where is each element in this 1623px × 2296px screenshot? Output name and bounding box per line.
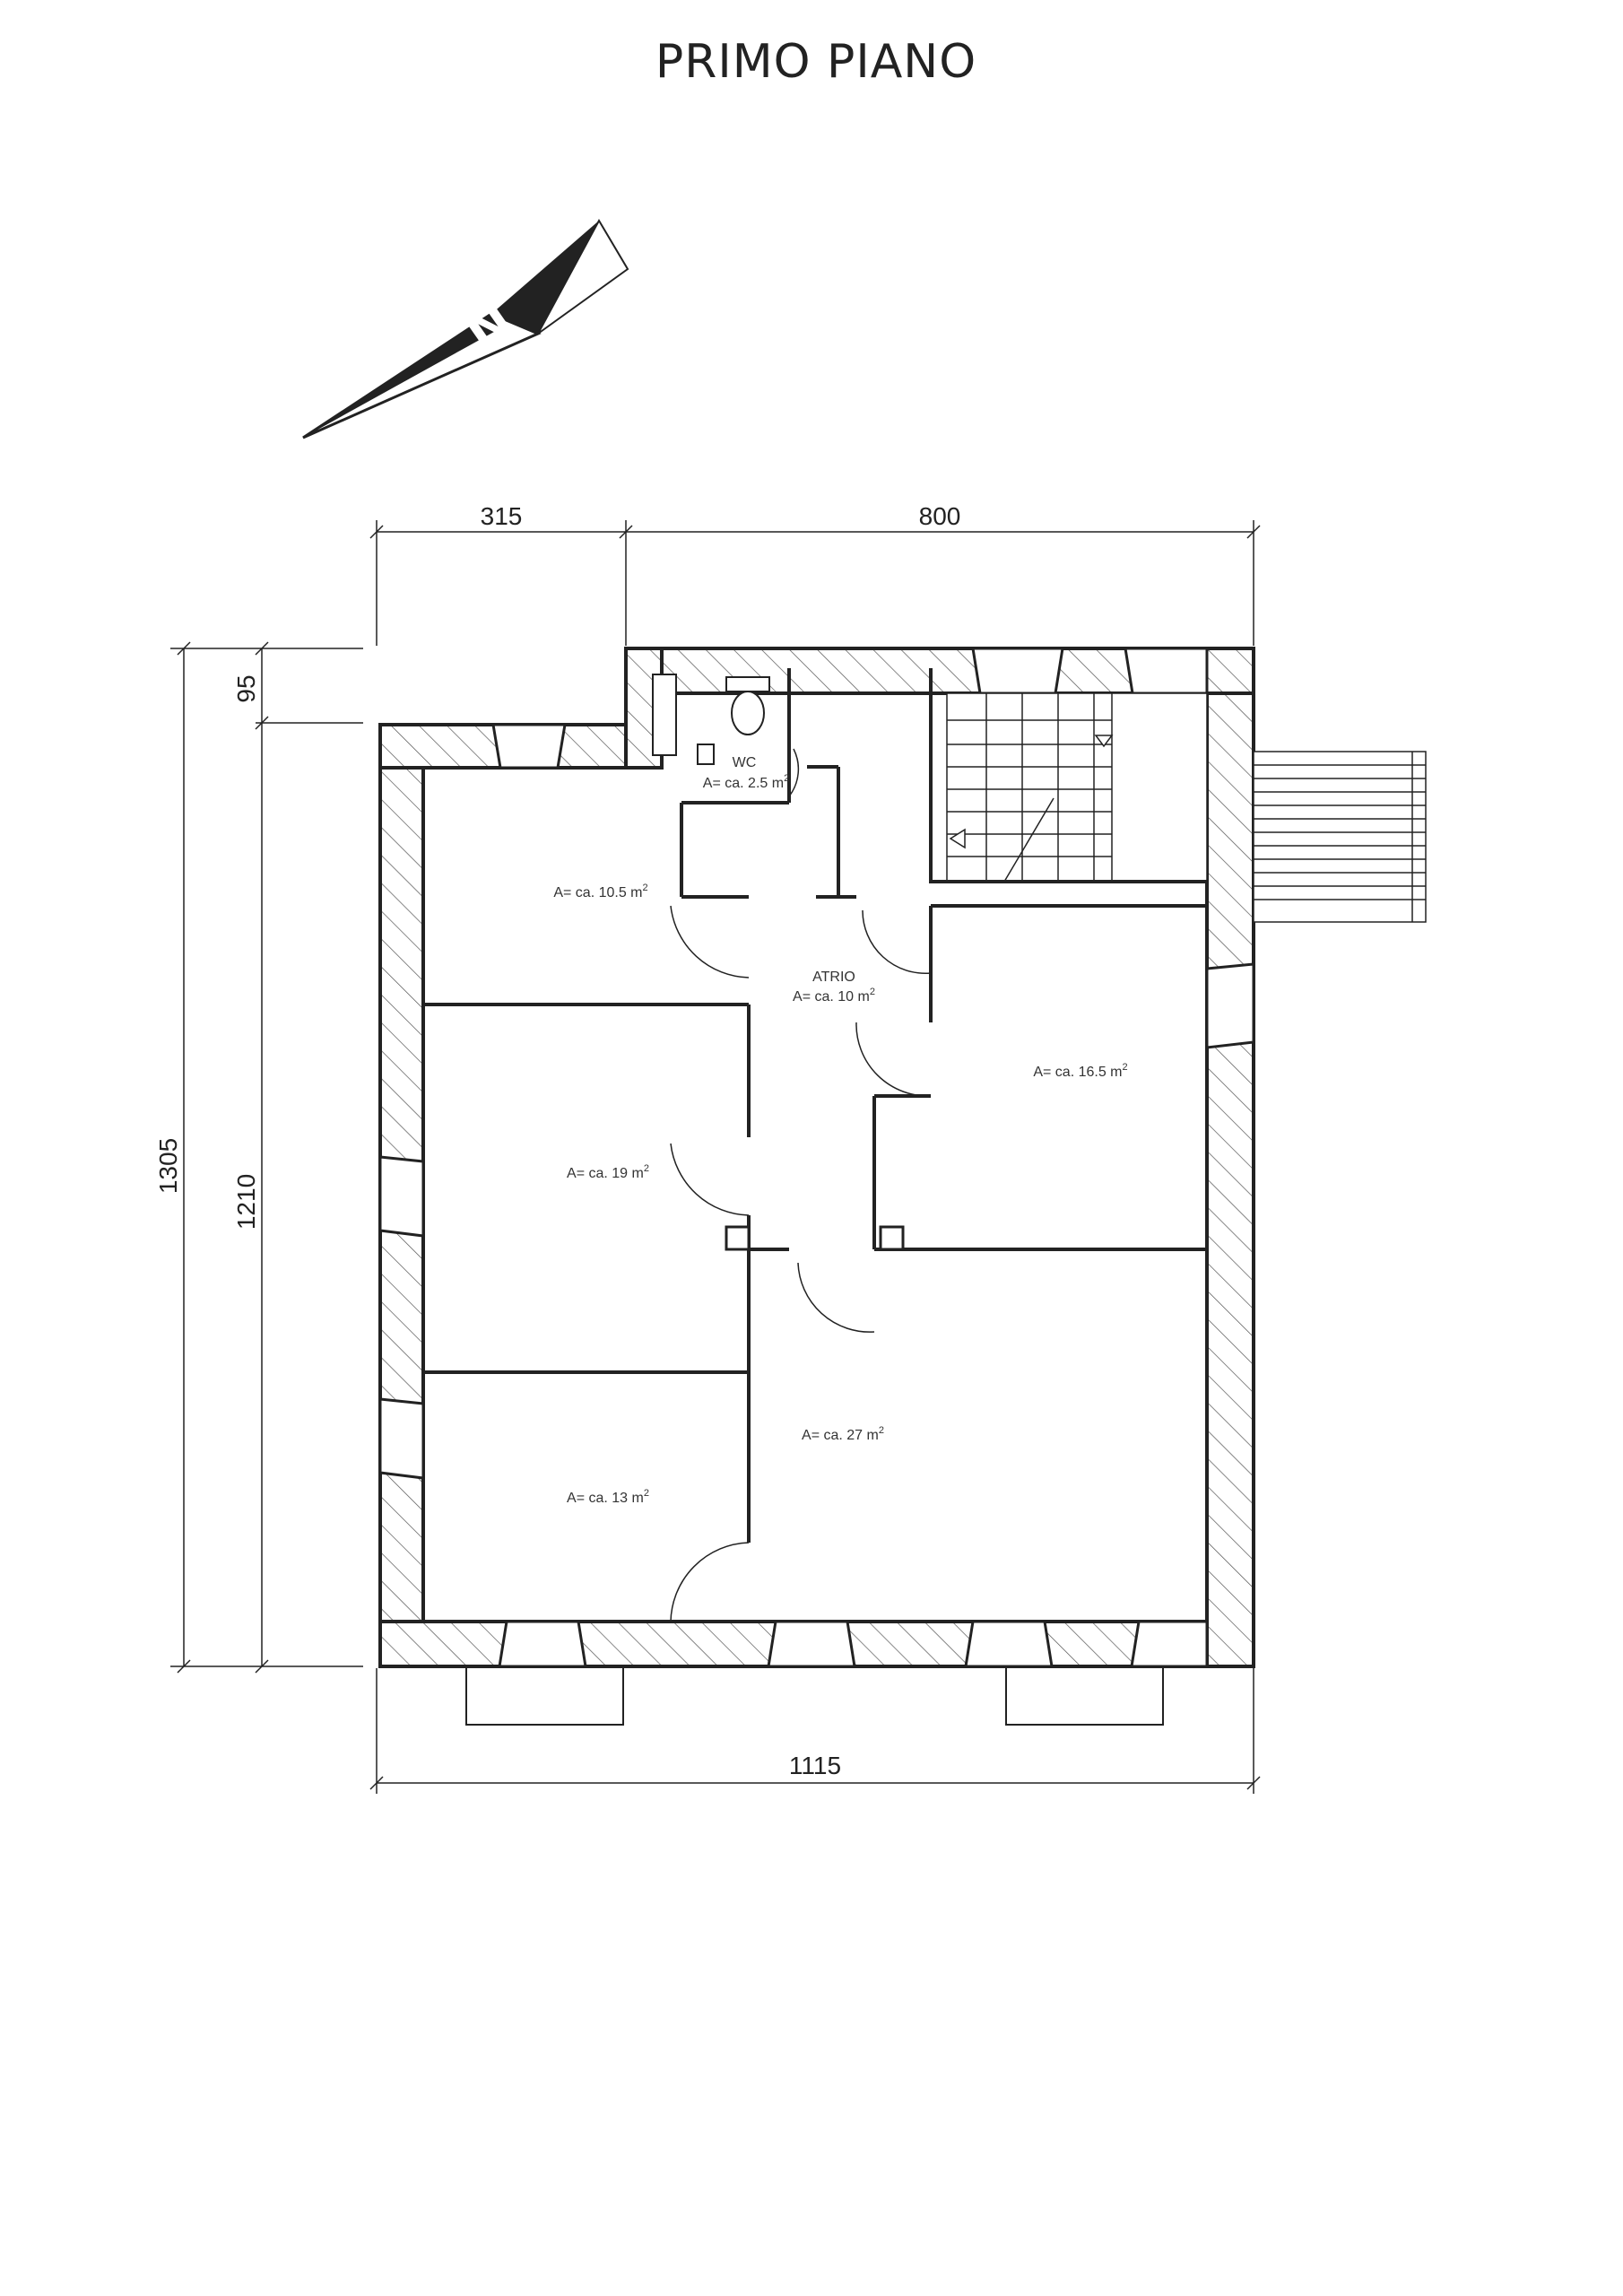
wc-area: A= ca. 2.5 m2 — [703, 773, 789, 791]
pillars — [725, 1225, 905, 1251]
north-arrow-icon: N — [302, 218, 629, 439]
atrio-area: A= ca. 10 m2 — [793, 987, 875, 1004]
dimension-top-right: 800 — [919, 502, 961, 530]
door-swings — [670, 748, 932, 1622]
dimension-left-inner: 1210 — [232, 1174, 260, 1230]
atrio-name: ATRIO — [812, 970, 855, 985]
exterior-stair — [1253, 751, 1427, 923]
room-area-19: A= ca. 19 m2 — [567, 1163, 649, 1181]
wc-fixtures — [652, 674, 770, 765]
interior-stair — [933, 692, 1208, 883]
plan-title: PRIMO PIANO — [655, 35, 976, 89]
dimension-left-outer: 1305 — [154, 1138, 182, 1194]
dimension-lines — [170, 520, 1261, 1794]
balconies — [465, 1665, 1164, 1726]
room-area-27: A= ca. 27 m2 — [802, 1425, 884, 1443]
room-area-16-5: A= ca. 16.5 m2 — [1033, 1062, 1127, 1080]
interior-partitions — [423, 668, 1207, 1543]
window-openings — [378, 647, 1255, 1668]
room-area-10-5: A= ca. 10.5 m2 — [553, 883, 647, 900]
room-area-13: A= ca. 13 m2 — [567, 1488, 649, 1506]
wc-name: WC — [733, 755, 757, 770]
dimension-left-step: 95 — [232, 674, 260, 702]
dimension-bottom: 1115 — [789, 1752, 841, 1779]
dimension-top-left: 315 — [481, 502, 523, 530]
